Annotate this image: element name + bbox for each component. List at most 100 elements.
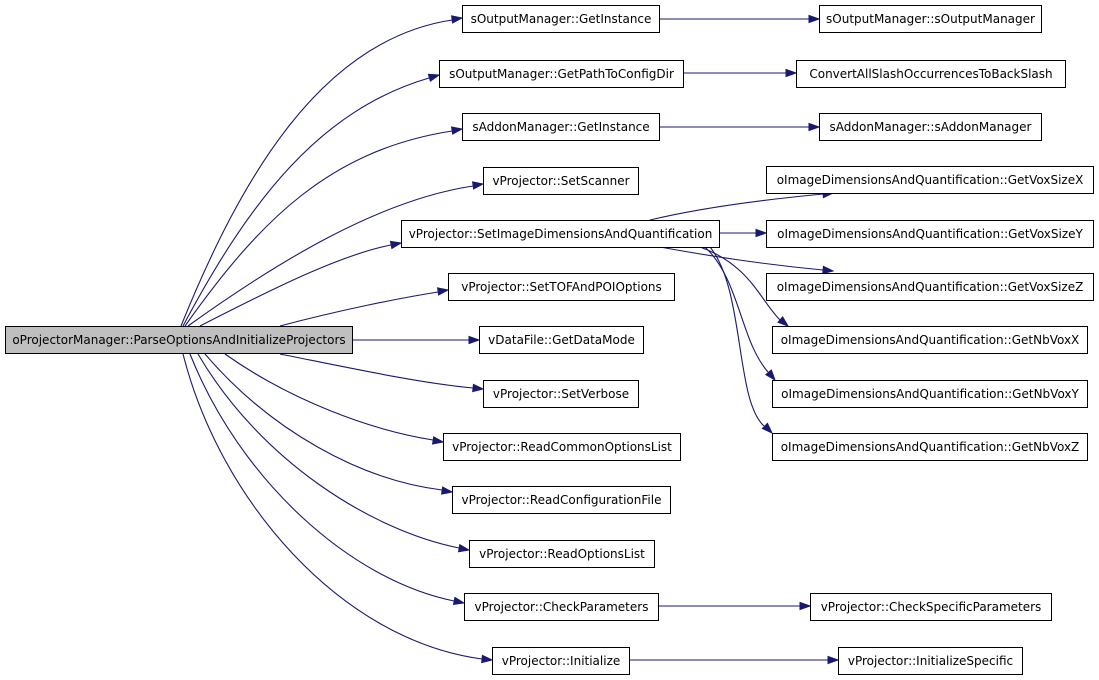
- edge-line: [182, 77, 430, 327]
- arrowhead-icon: [764, 369, 776, 382]
- node-check[interactable]: vProjector::CheckParameters: [464, 593, 659, 621]
- node-box: [819, 113, 1042, 141]
- arrowhead-icon: [822, 265, 835, 275]
- node-box: [464, 593, 659, 621]
- edge-check-to-checkspec: [658, 601, 812, 611]
- arrowhead-icon: [452, 596, 466, 606]
- edge-root-to-setscanner: [187, 181, 485, 327]
- edge-line: [187, 185, 474, 327]
- node-readcommon[interactable]: vProjector::ReadCommonOptionsList: [443, 433, 681, 461]
- arrowhead-icon: [451, 15, 464, 24]
- edges-layer: [180, 14, 840, 665]
- edge-root-to-settof: [279, 287, 450, 327]
- node-box: [452, 486, 671, 514]
- arrowhead-icon: [457, 543, 471, 553]
- arrowhead-icon: [450, 126, 464, 135]
- edge-root-to-check: [189, 353, 466, 606]
- node-box: [819, 5, 1042, 33]
- node-initspec[interactable]: vProjector::InitializeSpecific: [838, 647, 1023, 675]
- arrowhead-icon: [785, 68, 798, 78]
- node-label: oImageDimensionsAndQuantification::GetNb…: [781, 440, 1080, 454]
- edge-line: [197, 353, 460, 549]
- node-readopt[interactable]: vProjector::ReadOptionsList: [469, 540, 655, 568]
- node-am_ctor[interactable]: sAddonManager::sAddonManager: [819, 113, 1042, 141]
- node-settof[interactable]: vProjector::SetTOFAndPOIOptions: [448, 273, 675, 301]
- edge-root-to-readcommon: [224, 353, 445, 445]
- arrowhead-icon: [427, 73, 441, 83]
- edge-line: [704, 246, 769, 373]
- node-label: oImageDimensionsAndQuantification::GetVo…: [777, 280, 1084, 294]
- node-setimg[interactable]: vProjector::SetImageDimensionsAndQuantif…: [401, 220, 720, 248]
- node-ny[interactable]: oImageDimensionsAndQuantification::GetNb…: [772, 380, 1088, 408]
- edge-setimg-to-gy: [719, 228, 768, 238]
- node-label: vProjector::ReadOptionsList: [479, 547, 645, 561]
- edge-line: [224, 353, 434, 441]
- node-label: vProjector::SetImageDimensionsAndQuantif…: [409, 227, 713, 241]
- node-gy[interactable]: oImageDimensionsAndQuantification::GetVo…: [766, 220, 1094, 248]
- node-nz[interactable]: oImageDimensionsAndQuantification::GetNb…: [772, 433, 1088, 461]
- node-box: [766, 166, 1094, 194]
- arrowhead-icon: [441, 486, 454, 495]
- node-box: [439, 60, 684, 88]
- node-checkspec[interactable]: vProjector::CheckSpecificParameters: [810, 593, 1052, 621]
- node-label: oImageDimensionsAndQuantification::GetVo…: [777, 173, 1084, 187]
- node-box: [810, 593, 1052, 621]
- arrowhead-icon: [808, 14, 821, 24]
- edge-line: [279, 353, 474, 389]
- node-label: vProjector::CheckSpecificParameters: [821, 600, 1042, 614]
- node-init[interactable]: vProjector::Initialize: [492, 647, 630, 675]
- edge-setimg-to-ny: [704, 246, 776, 382]
- edge-line: [204, 353, 443, 491]
- node-slash[interactable]: ConvertAllSlashOccurrencesToBackSlash: [796, 60, 1066, 88]
- arrowhead-icon: [431, 436, 445, 445]
- edge-root-to-om_cfg: [182, 73, 441, 327]
- node-box: [766, 273, 1094, 301]
- node-readconf[interactable]: vProjector::ReadConfigurationFile: [452, 486, 671, 514]
- edge-root-to-readopt: [197, 353, 471, 553]
- arrowhead-icon: [761, 422, 774, 435]
- arrowhead-icon: [472, 181, 485, 190]
- edge-line: [649, 193, 824, 221]
- node-label: sOutputManager::GetInstance: [471, 12, 652, 26]
- edge-root-to-setimg: [199, 240, 403, 327]
- node-label: vDataFile::GetDataMode: [488, 333, 635, 347]
- arrowhead-icon: [437, 287, 450, 296]
- node-nx[interactable]: oImageDimensionsAndQuantification::GetNb…: [772, 326, 1088, 354]
- edge-line: [279, 291, 439, 327]
- arrowhead-icon: [472, 383, 485, 393]
- edge-om_cfg-to-slash: [683, 68, 798, 78]
- node-om_cfg[interactable]: sOutputManager::GetPathToConfigDir: [439, 60, 684, 88]
- node-gx[interactable]: oImageDimensionsAndQuantification::GetVo…: [766, 166, 1094, 194]
- edge-om_gi-to-om_ctor: [659, 14, 821, 24]
- node-box: [479, 326, 644, 354]
- edge-root-to-datamode: [352, 335, 481, 345]
- node-root[interactable]: oProjectorManager::ParseOptionsAndInitia…: [5, 326, 353, 354]
- arrowhead-icon: [481, 654, 494, 664]
- edge-root-to-init: [182, 353, 494, 664]
- arrowhead-icon: [799, 601, 812, 611]
- node-box: [492, 647, 630, 675]
- node-om_gi[interactable]: sOutputManager::GetInstance: [462, 5, 660, 33]
- arrowhead-icon: [755, 228, 768, 238]
- node-am_gi[interactable]: sAddonManager::GetInstance: [462, 113, 660, 141]
- node-setscanner[interactable]: vProjector::SetScanner: [483, 167, 639, 195]
- arrowhead-icon: [777, 315, 790, 327]
- node-label: vProjector::SetVerbose: [493, 387, 629, 401]
- node-om_ctor[interactable]: sOutputManager::sOutputManager: [819, 5, 1042, 33]
- node-datamode[interactable]: vDataFile::GetDataMode: [479, 326, 644, 354]
- node-box: [401, 220, 720, 248]
- edge-root-to-am_gi: [184, 126, 464, 327]
- node-label: sOutputManager::GetPathToConfigDir: [449, 67, 674, 81]
- node-label: sAddonManager::GetInstance: [472, 120, 649, 134]
- node-label: oImageDimensionsAndQuantification::GetNb…: [781, 387, 1079, 401]
- node-gz[interactable]: oImageDimensionsAndQuantification::GetVo…: [766, 273, 1094, 301]
- node-box: [462, 5, 660, 33]
- node-verbose[interactable]: vProjector::SetVerbose: [483, 380, 639, 408]
- edge-setimg-to-gx: [649, 189, 835, 221]
- node-label: sOutputManager::sOutputManager: [826, 12, 1035, 26]
- edge-am_gi-to-am_ctor: [659, 122, 821, 132]
- arrowhead-icon: [389, 240, 403, 250]
- node-box: [838, 647, 1023, 675]
- node-box: [5, 326, 353, 354]
